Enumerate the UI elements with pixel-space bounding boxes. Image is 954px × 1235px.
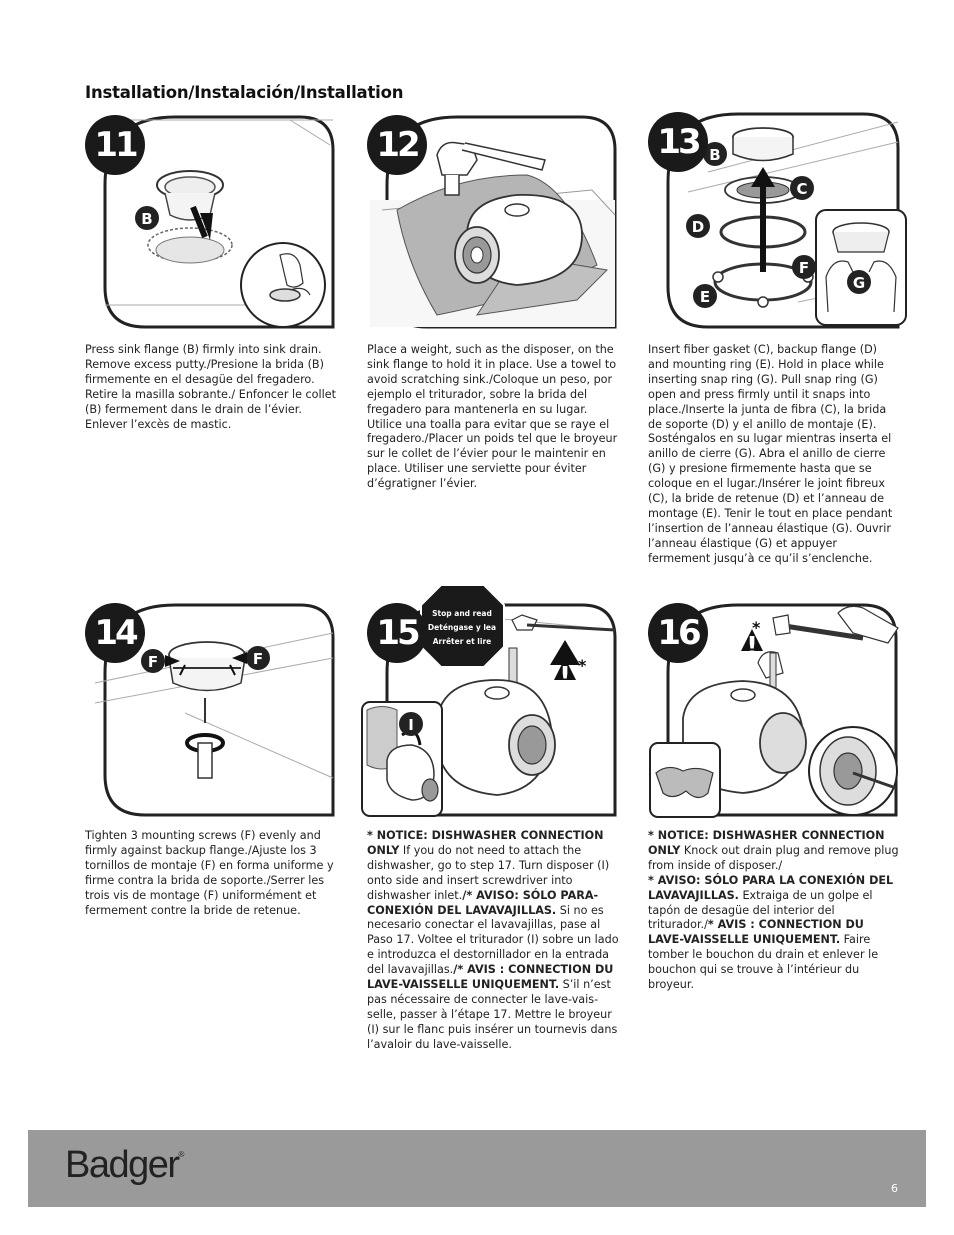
step-number: 13 xyxy=(648,112,708,172)
step-15-instructions: * NOTICE: DISHWASHER CONNECTION ONLY If … xyxy=(367,829,620,1053)
notice-heading-es: /* AVISO: SÓLO PARA-CONEXIÓN DEL LAVAVAJ… xyxy=(367,888,599,917)
stop-sign-line-1: Stop and read xyxy=(432,609,492,618)
stop-sign-line-2: Deténgase y lea xyxy=(428,623,496,632)
step-14-illustration: F F 14 xyxy=(85,603,335,818)
stop-sign-line-3: Arrêter et lire xyxy=(433,637,491,646)
step-11-illustration: B 11 xyxy=(85,115,335,330)
callout-d: D xyxy=(692,218,704,236)
step-number: 16 xyxy=(648,603,708,663)
warning-exclamation: ! xyxy=(559,662,571,692)
notice-body-en: If you do not need to attach the dishwas… xyxy=(367,843,610,902)
callout-b: B xyxy=(709,146,720,164)
mounting-assembly-illustration: B C D F E G xyxy=(666,112,907,329)
turn-disposer-illustration: ! * Stop and read Deténgase y lea Arrête… xyxy=(361,584,617,817)
step-16-paragraph: * NOTICE: DISHWASHER CONNECTION ONLY Kno… xyxy=(648,829,901,993)
notice-heading-fr: * AVIS : CONNECTION DU LAVE-VAISSELLE UN… xyxy=(648,918,864,947)
notice-heading-fr: /* AVIS : CONNECTION DU LAVE-VAISSELLE U… xyxy=(367,963,614,992)
registered-mark: ® xyxy=(178,1150,185,1159)
notice-heading-es: * AVISO: SÓLO PARA LA CONEXIÓN DEL LAVAV… xyxy=(648,873,894,902)
notice-body-es: Si no es necesario conectar el lavavajil… xyxy=(367,903,619,977)
callout-f-right: F xyxy=(253,650,263,668)
step-11-instructions: Press sink flange (B) firmly into sink d… xyxy=(85,343,337,431)
warning-asterisk: * xyxy=(752,618,761,637)
step-number: 15 xyxy=(367,603,427,663)
sink-flange-illustration: B xyxy=(103,115,335,329)
step-14-instructions: Tighten 3 mounting screws (F) evenly and… xyxy=(85,829,334,917)
step-13-illustration: B C D F E G 13 xyxy=(648,112,907,329)
callout-b: B xyxy=(141,210,152,228)
step-15-paragraph: * NOTICE: DISHWASHER CONNECTION ONLY If … xyxy=(367,829,620,1053)
callout-i: I xyxy=(408,716,414,734)
notice-body-fr: Faire tomber le bouchon du drain et enle… xyxy=(648,933,879,992)
step-number: 11 xyxy=(85,115,145,175)
step-16-illustration: ! * 16 xyxy=(648,603,910,818)
brand-name: Badger xyxy=(65,1144,180,1186)
page-footer: Badger® 6 xyxy=(28,1130,926,1207)
warning-asterisk: * xyxy=(578,656,587,675)
step-12-instructions: Place a weight, such as the disposer, on… xyxy=(367,343,618,491)
knock-out-plug-illustration: ! * xyxy=(649,603,899,818)
notice-heading-en: * NOTICE: DISHWASHER CONNECTION ONLY xyxy=(367,829,604,857)
section-heading: Installation/Instalación/Installation xyxy=(85,83,404,102)
notice-body-en: Knock out drain plug and remove plug fro… xyxy=(648,843,899,872)
step-12-illustration: 12 xyxy=(367,115,617,330)
step-15-illustration: ! * Stop and read Deténgase y lea Arrête… xyxy=(361,584,622,820)
notice-body-es: Extraiga de un golpe el tapón de desagüe… xyxy=(648,888,873,932)
callout-c: C xyxy=(796,180,807,198)
step-number: 12 xyxy=(367,115,427,175)
callout-e: E xyxy=(700,288,710,306)
callout-f: F xyxy=(799,259,809,277)
brand-logo: Badger® xyxy=(65,1144,184,1187)
warning-exclamation: ! xyxy=(746,632,758,662)
notice-heading-en: * NOTICE: DISHWASHER CONNECTION ONLY xyxy=(648,829,885,857)
step-number: 14 xyxy=(85,603,145,663)
weight-on-flange-illustration xyxy=(370,115,617,329)
step-13-instructions: Insert fiber gasket (C), backup flange (… xyxy=(648,343,893,565)
step-16-instructions: * NOTICE: DISHWASHER CONNECTION ONLY Kno… xyxy=(648,829,901,993)
page-number: 6 xyxy=(891,1182,898,1195)
notice-body-fr: S’il n’est pas nécessaire de connecter l… xyxy=(367,978,618,1051)
callout-g: G xyxy=(853,274,865,292)
tighten-screws-illustration: F F xyxy=(94,603,335,817)
callout-f-left: F xyxy=(148,653,158,671)
